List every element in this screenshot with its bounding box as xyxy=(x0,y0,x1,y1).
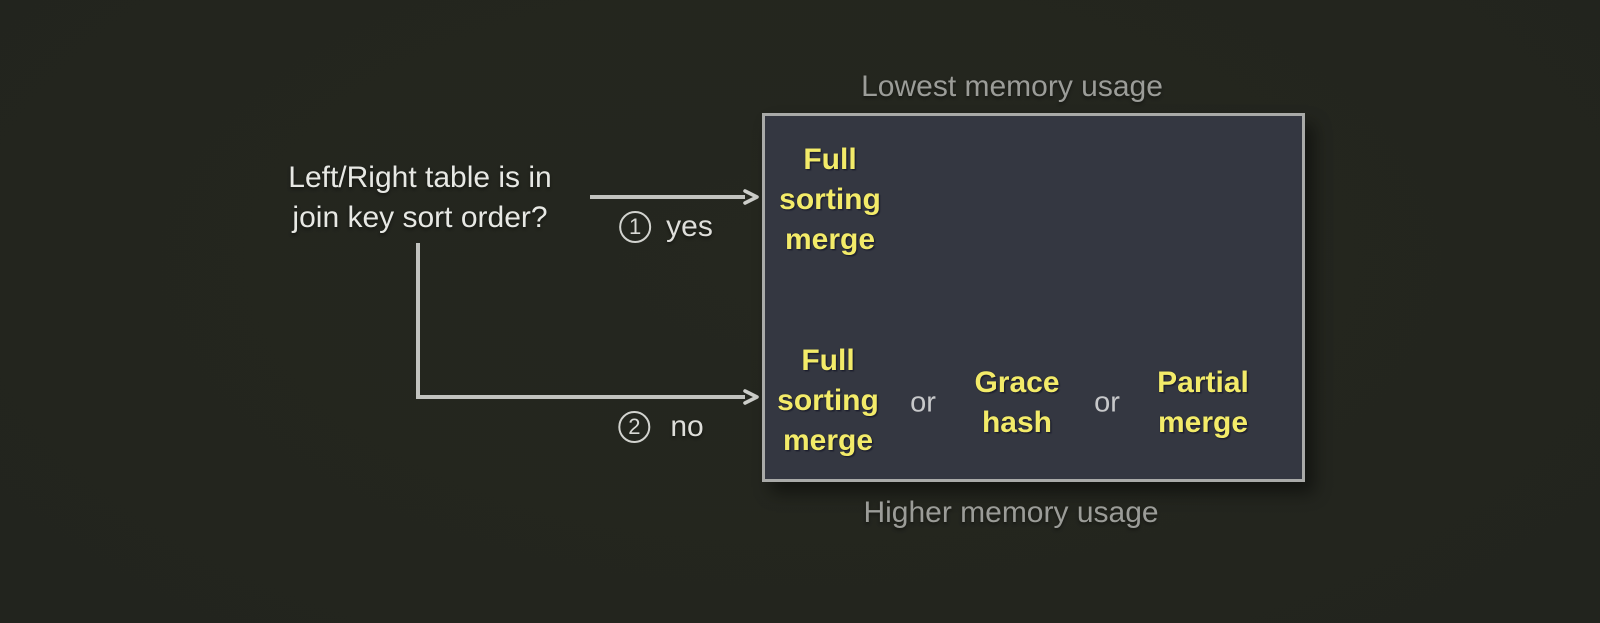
algorithm-partial-merge: Partial merge xyxy=(1157,363,1249,443)
algorithm-line: merge xyxy=(784,223,876,256)
question-line-1: Left/Right table is in xyxy=(288,161,552,194)
algorithm-line: sorting xyxy=(779,183,881,216)
algorithm-line: merge xyxy=(782,424,874,457)
algorithm-line: Full xyxy=(801,344,855,377)
lowest-memory-label: Lowest memory usage xyxy=(861,70,1163,103)
algorithm-grace-hash: Grace hash xyxy=(974,363,1059,443)
branch-label-yes: 1 yes xyxy=(619,210,713,244)
algorithm-line: Partial xyxy=(1157,366,1249,399)
question-line-2: join key sort order? xyxy=(292,201,548,234)
algorithm-full-sorting-merge-sorted: Full sorting merge xyxy=(779,140,881,260)
question-text: Left/Right table is in join key sort ord… xyxy=(288,158,551,238)
algorithm-line: merge xyxy=(1157,406,1249,439)
branch-label-no: 2 no xyxy=(618,410,704,444)
no-arrow xyxy=(416,243,759,405)
higher-memory-label: Higher memory usage xyxy=(863,496,1159,529)
algorithm-box: Full sorting merge Full sorting merge or… xyxy=(762,113,1305,482)
algorithm-full-sorting-merge-unsorted: Full sorting merge xyxy=(777,341,879,461)
or-separator-2: or xyxy=(1094,386,1120,419)
no-label: no xyxy=(670,410,704,443)
algorithm-line: Grace xyxy=(974,366,1060,399)
circled-number-1-icon: 1 xyxy=(619,211,652,243)
algorithm-line: sorting xyxy=(777,384,879,417)
algorithm-line: hash xyxy=(981,406,1053,439)
yes-label: yes xyxy=(666,210,713,243)
circled-number-2-icon: 2 xyxy=(618,411,651,443)
algorithm-line: Full xyxy=(803,143,857,176)
or-separator-1: or xyxy=(910,386,936,419)
